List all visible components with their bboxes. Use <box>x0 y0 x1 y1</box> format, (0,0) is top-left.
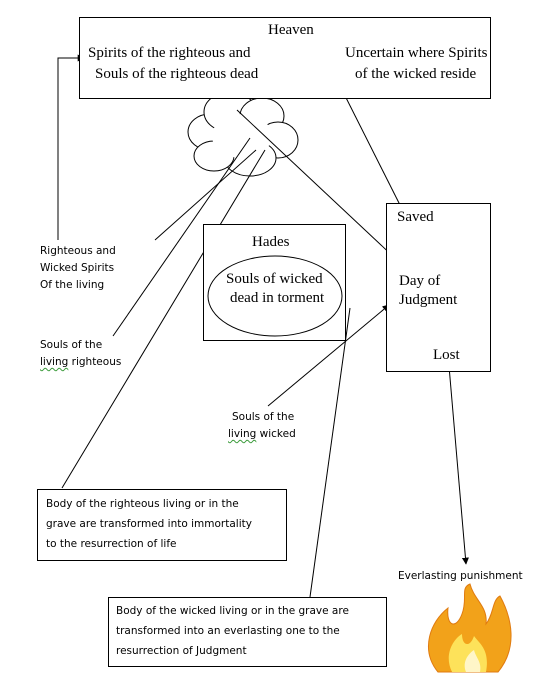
line-souls-righteous-lower <box>154 149 257 241</box>
arrow-souls-wicked-to-judgment <box>267 304 390 407</box>
line-souls-righteous-upper <box>112 137 251 337</box>
body-righteous-line1: Body of the righteous living or in the <box>46 498 239 510</box>
heaven-righteous-line2: Souls of the righteous dead <box>95 66 259 82</box>
arrow-spirits-to-heaven <box>57 54 85 240</box>
body-righteous-line2: grave are transformed into immortality <box>46 518 252 530</box>
fire-icon <box>428 583 512 673</box>
heaven-title: Heaven <box>268 22 314 38</box>
spirits-living-line1: Righteous and <box>40 245 116 257</box>
spirits-living-line3: Of the living <box>40 279 105 291</box>
spirits-living-line2: Wicked Spirits <box>40 262 115 274</box>
body-righteous-box <box>37 489 287 561</box>
line-cloud-to-judgment <box>236 109 398 261</box>
spellcheck-word: living <box>228 428 257 440</box>
hades-inner-line2: dead in torment <box>230 290 325 306</box>
body-righteous-line3: to the resurrection of life <box>46 538 177 550</box>
arrow-lost-to-punishment <box>448 365 469 565</box>
hades-inner-ellipse <box>207 255 343 337</box>
body-wicked-line3: resurrection of Judgment <box>116 645 247 657</box>
souls-righteous-line2: living righteous <box>40 356 122 368</box>
saved-label: Saved <box>397 209 434 225</box>
body-wicked-line2: transformed into an everlasting one to t… <box>116 625 340 637</box>
spellcheck-word: living <box>40 356 69 368</box>
hades-title: Hades <box>252 234 290 250</box>
cloud-shape <box>187 91 299 177</box>
day-of-judgment-line2: Judgment <box>399 292 458 308</box>
hades-inner-line1: Souls of wicked <box>226 271 323 287</box>
heaven-box <box>79 17 491 99</box>
souls-wicked-line2: living wicked <box>228 428 296 440</box>
souls-wicked-line1: Souls of the <box>232 411 295 423</box>
souls-righteous-line1: Souls of the <box>40 339 103 351</box>
heaven-righteous-line1: Spirits of the righteous and <box>88 45 251 61</box>
line-body-righteous <box>61 149 266 489</box>
hades-box <box>203 224 346 341</box>
day-of-judgment-line1: Day of <box>399 273 441 289</box>
lost-label: Lost <box>433 347 460 363</box>
heaven-wicked-line1: Uncertain where Spirits <box>345 45 488 61</box>
heaven-wicked-line2: of the wicked reside <box>355 66 477 82</box>
body-wicked-box <box>108 597 387 667</box>
line-body-wicked <box>309 307 351 598</box>
judgment-box <box>386 203 491 372</box>
everlasting-punishment-label: Everlasting punishment <box>398 570 523 582</box>
body-wicked-line1: Body of the wicked living or in the grav… <box>116 605 349 617</box>
